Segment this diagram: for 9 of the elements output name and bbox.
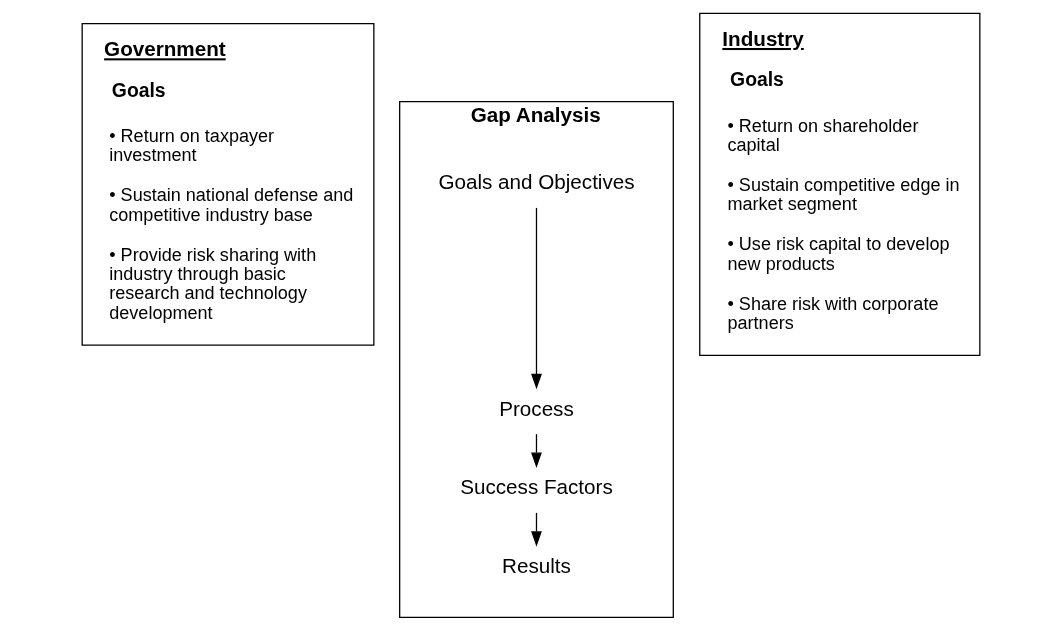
node-text: Results <box>502 554 571 578</box>
node-box: Industry Goals • Return on shareholder capital • Sustain competitive edge in market segment • Use risk capital to develop new products • Share risk with corporate partners <box>699 12 981 356</box>
arrow <box>531 512 542 547</box>
node-text: Success Factors <box>460 475 613 499</box>
arrow <box>531 433 542 468</box>
node-box: Government Goals • Return on taxpayer investment • Sustain national defense and competitive industry base • Provide risk sharing with industry through basic research and technology development <box>81 23 375 346</box>
node-text: Goals and Objectives <box>438 170 635 194</box>
arrow <box>531 207 542 390</box>
node-text: Process <box>499 396 574 420</box>
